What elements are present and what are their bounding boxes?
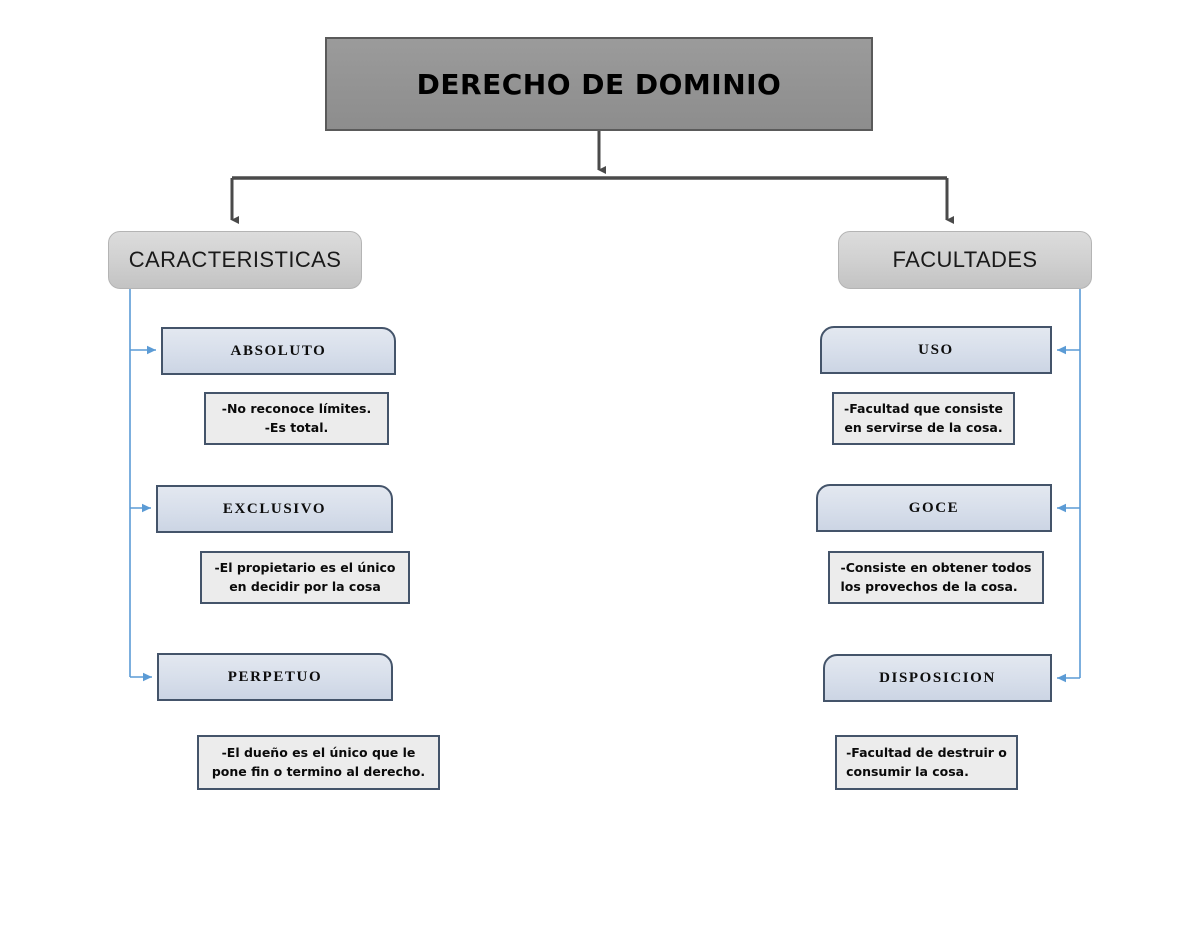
left-branch-connector [129, 289, 156, 682]
sub-node-absoluto[interactable]: ABSOLUTO [161, 327, 396, 375]
root-node-derecho-de-dominio[interactable]: DERECHO DE DOMINIO [325, 37, 873, 131]
right-branch-connector [1057, 289, 1081, 683]
sub-node-disposicion[interactable]: DISPOSICION [823, 654, 1052, 702]
description-box-disposicion-text: -Facultad de destruir o consumir la cosa… [846, 745, 1007, 779]
sub-node-absoluto-label: ABSOLUTO [230, 342, 327, 359]
description-box-absoluto-text: -No reconoce límites. -Es total. [221, 401, 372, 435]
description-box-goce-text: -Consiste en obtener todos los provechos… [840, 560, 1032, 594]
sub-node-goce-label: GOCE [908, 499, 960, 516]
description-box-perpetuo: -El dueño es el único que le pone fin o … [197, 735, 440, 790]
description-box-disposicion: -Facultad de destruir o consumir la cosa… [835, 735, 1018, 790]
sub-node-perpetuo-label: PERPETUO [227, 668, 323, 685]
description-box-goce: -Consiste en obtener todos los provechos… [828, 551, 1044, 604]
description-box-exclusivo: -El propietario es el único en decidir p… [200, 551, 410, 604]
sub-node-goce[interactable]: GOCE [816, 484, 1052, 532]
description-box-exclusivo-text: -El propietario es el único en decidir p… [214, 560, 396, 594]
sub-node-uso-label: USO [918, 341, 954, 358]
branch-node-caracteristicas[interactable]: CARACTERISTICAS [108, 231, 362, 289]
sub-node-exclusivo-label: EXCLUSIVO [222, 500, 327, 517]
root-node-label: DERECHO DE DOMINIO [416, 67, 782, 101]
sub-node-uso[interactable]: USO [820, 326, 1052, 374]
branch-node-caracteristicas-label: CARACTERISTICAS [128, 247, 342, 272]
description-box-absoluto: -No reconoce límites. -Es total. [204, 392, 389, 445]
sub-node-exclusivo[interactable]: EXCLUSIVO [156, 485, 393, 533]
sub-node-perpetuo[interactable]: PERPETUO [157, 653, 393, 701]
branch-node-facultades[interactable]: FACULTADES [838, 231, 1092, 289]
branch-node-facultades-label: FACULTADES [892, 247, 1038, 272]
description-box-uso: -Facultad que consiste en servirse de la… [832, 392, 1015, 445]
sub-node-disposicion-label: DISPOSICION [879, 669, 996, 686]
description-box-uso-text: -Facultad que consiste en servirse de la… [844, 401, 1003, 435]
trunk-connector [230, 131, 954, 224]
description-box-perpetuo-text: -El dueño es el único que le pone fin o … [211, 745, 426, 779]
